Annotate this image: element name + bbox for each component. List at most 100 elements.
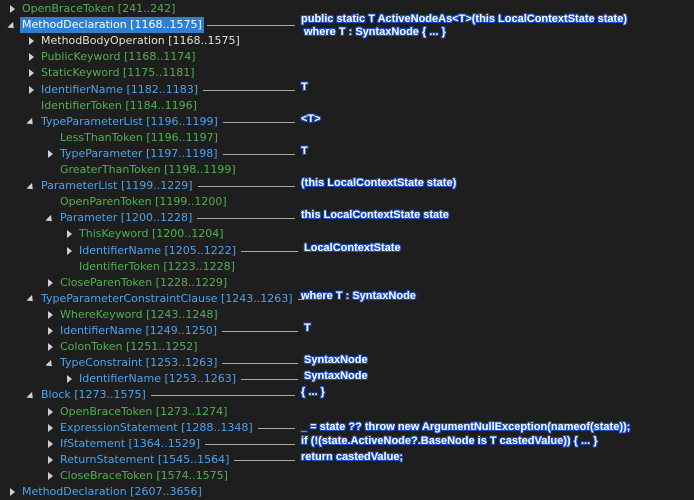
code-annotation: LocalContextState: [304, 241, 401, 254]
collapse-arrow-icon[interactable]: [6, 17, 18, 33]
tree-row[interactable]: PublicKeyword [1168..1174]: [25, 49, 198, 65]
tree-node-label[interactable]: TypeConstraint [1253..1263]: [60, 356, 218, 370]
expand-arrow-icon[interactable]: [44, 404, 56, 420]
collapse-arrow-icon[interactable]: [25, 387, 37, 403]
tree-row[interactable]: IdentifierToken [1223..1228]: [63, 259, 237, 275]
code-annotation: public static T ActiveNodeAs<T>(this Loc…: [301, 13, 627, 26]
tree-row[interactable]: Block [1273..1575]: [25, 387, 148, 403]
tree-node-label[interactable]: CloseParenToken [1228..1229]: [60, 275, 228, 289]
expand-arrow-icon[interactable]: [63, 226, 75, 242]
tree-node-label[interactable]: WhereKeyword [1243..1248]: [60, 307, 218, 321]
tree-node-label[interactable]: Parameter [1200..1228]: [60, 211, 193, 225]
expand-arrow-icon[interactable]: [63, 243, 75, 259]
expand-arrow-icon[interactable]: [44, 468, 56, 484]
tree-node-label[interactable]: IdentifierName [1182..1183]: [41, 82, 199, 96]
expand-arrow-icon[interactable]: [44, 275, 56, 291]
tree-node-label[interactable]: MethodBodyOperation [1168..1575]: [41, 34, 240, 48]
expand-arrow-icon[interactable]: [44, 307, 56, 323]
tree-node-label[interactable]: ReturnStatement [1545..1564]: [60, 452, 230, 466]
tree-row[interactable]: IdentifierToken [1184..1196]: [25, 98, 199, 114]
annotation-connector: [241, 379, 298, 381]
tree-row[interactable]: IdentifierName [1205..1222]: [63, 243, 238, 259]
tree-row[interactable]: ReturnStatement [1545..1564]: [44, 452, 231, 468]
expand-arrow-icon[interactable]: [25, 49, 37, 65]
annotation-connector: [222, 363, 298, 365]
expand-arrow-icon[interactable]: [25, 82, 37, 98]
collapse-arrow-icon[interactable]: [44, 355, 56, 371]
tree-row[interactable]: MethodBodyOperation [1168..1575]: [25, 33, 242, 49]
tree-node-label[interactable]: OpenBraceToken [1273..1274]: [60, 404, 228, 418]
expand-arrow-icon[interactable]: [25, 33, 37, 49]
expander-spacer: [63, 259, 75, 275]
tree-row[interactable]: StaticKeyword [1175..1181]: [25, 65, 197, 81]
expand-arrow-icon[interactable]: [44, 339, 56, 355]
code-annotation: <T>: [301, 112, 321, 125]
tree-row[interactable]: IdentifierName [1253..1263]: [63, 371, 238, 387]
collapse-arrow-icon[interactable]: [25, 291, 37, 307]
annotation-connector: [222, 331, 298, 332]
code-annotation: SyntaxNode: [304, 370, 368, 383]
tree-node-label[interactable]: ColonToken [1251..1252]: [60, 340, 198, 354]
tree-row[interactable]: CloseBraceToken [1574..1575]: [44, 468, 230, 484]
tree-node-label[interactable]: IdentifierName [1249..1250]: [60, 324, 218, 337]
expand-arrow-icon[interactable]: [44, 146, 56, 162]
tree-row[interactable]: TypeParameterConstraintClause [1243..126…: [25, 291, 295, 307]
expand-arrow-icon[interactable]: [44, 323, 56, 339]
tree-node-label[interactable]: GreaterThanToken [1198..1199]: [60, 163, 236, 176]
tree-node-label[interactable]: IdentifierToken [1223..1228]: [79, 259, 235, 273]
collapse-arrow-icon[interactable]: [25, 178, 37, 194]
expand-arrow-icon[interactable]: [63, 371, 75, 387]
annotation-connector: [297, 298, 304, 300]
tree-node-label[interactable]: IfStatement [1364..1529]: [60, 436, 201, 450]
tree-node-label[interactable]: StaticKeyword [1175..1181]: [41, 66, 195, 80]
tree-row[interactable]: TypeParameterList [1196..1199]: [25, 114, 220, 130]
code-annotation: T: [301, 144, 308, 157]
tree-row[interactable]: Parameter [1200..1228]: [44, 210, 194, 226]
tree-node-label[interactable]: TypeParameterConstraintClause [1243..126…: [41, 291, 293, 305]
tree-node-label[interactable]: IdentifierName [1253..1263]: [79, 372, 237, 386]
tree-node-label[interactable]: ThisKeyword [1200..1204]: [79, 227, 224, 241]
tree-row[interactable]: OpenParenToken [1199..1200]: [44, 194, 229, 210]
collapse-arrow-icon[interactable]: [25, 114, 37, 130]
tree-row[interactable]: ParameterList [1199..1229]: [25, 178, 195, 194]
tree-row[interactable]: IdentifierName [1249..1250]: [44, 323, 219, 339]
tree-row[interactable]: GreaterThanToken [1198..1199]: [44, 162, 238, 178]
tree-node-label[interactable]: OpenParenToken [1199..1200]: [60, 195, 227, 209]
tree-node-label[interactable]: IdentifierName [1205..1222]: [79, 243, 237, 257]
expand-arrow-icon[interactable]: [44, 436, 56, 452]
tree-row[interactable]: CloseParenToken [1228..1229]: [44, 275, 229, 291]
tree-row[interactable]: TypeParameter [1197..1198]: [44, 146, 220, 162]
tree-node-label[interactable]: MethodDeclaration [1168..1575]: [20, 17, 204, 34]
tree-row[interactable]: ThisKeyword [1200..1204]: [63, 226, 226, 242]
expand-arrow-icon[interactable]: [6, 484, 18, 500]
tree-node-label[interactable]: ParameterList [1199..1229]: [41, 179, 193, 193]
tree-node-label[interactable]: CloseBraceToken [1574..1575]: [60, 468, 228, 482]
tree-row[interactable]: MethodDeclaration [1168..1575]: [6, 17, 204, 34]
tree-node-label[interactable]: MethodDeclaration [2607..3656]: [22, 485, 202, 498]
tree-node-label[interactable]: IdentifierToken [1184..1196]: [41, 98, 197, 112]
tree-node-label[interactable]: Block [1273..1575]: [41, 388, 146, 402]
expand-arrow-icon[interactable]: [25, 65, 37, 81]
tree-row[interactable]: IdentifierName [1182..1183]: [25, 82, 200, 98]
expand-arrow-icon[interactable]: [44, 452, 56, 468]
collapse-arrow-icon[interactable]: [44, 210, 56, 226]
tree-row[interactable]: OpenBraceToken [1273..1274]: [44, 404, 229, 420]
tree-node-label[interactable]: PublicKeyword [1168..1174]: [41, 50, 196, 64]
annotation-connector: [234, 459, 295, 461]
expand-arrow-icon[interactable]: [44, 420, 56, 436]
tree-row[interactable]: ColonToken [1251..1252]: [44, 339, 200, 355]
tree-node-label[interactable]: ExpressionStatement [1288..1348]: [60, 420, 253, 434]
tree-row[interactable]: OpenBraceToken [241..242]: [6, 1, 177, 17]
annotation-connector: [241, 250, 298, 252]
tree-row[interactable]: ExpressionStatement [1288..1348]: [44, 420, 255, 436]
tree-row[interactable]: LessThanToken [1196..1197]: [44, 130, 220, 146]
tree-row[interactable]: MethodDeclaration [2607..3656]: [6, 484, 204, 500]
tree-row[interactable]: WhereKeyword [1243..1248]: [44, 307, 220, 323]
tree-node-label[interactable]: LessThanToken [1196..1197]: [60, 130, 218, 144]
tree-node-label[interactable]: TypeParameterList [1196..1199]: [41, 114, 218, 128]
tree-node-label[interactable]: OpenBraceToken [241..242]: [22, 2, 176, 15]
tree-row[interactable]: TypeConstraint [1253..1263]: [44, 355, 219, 371]
tree-node-label[interactable]: TypeParameter [1197..1198]: [60, 146, 218, 160]
tree-row[interactable]: IfStatement [1364..1529]: [44, 436, 202, 452]
expand-arrow-icon[interactable]: [6, 1, 18, 17]
